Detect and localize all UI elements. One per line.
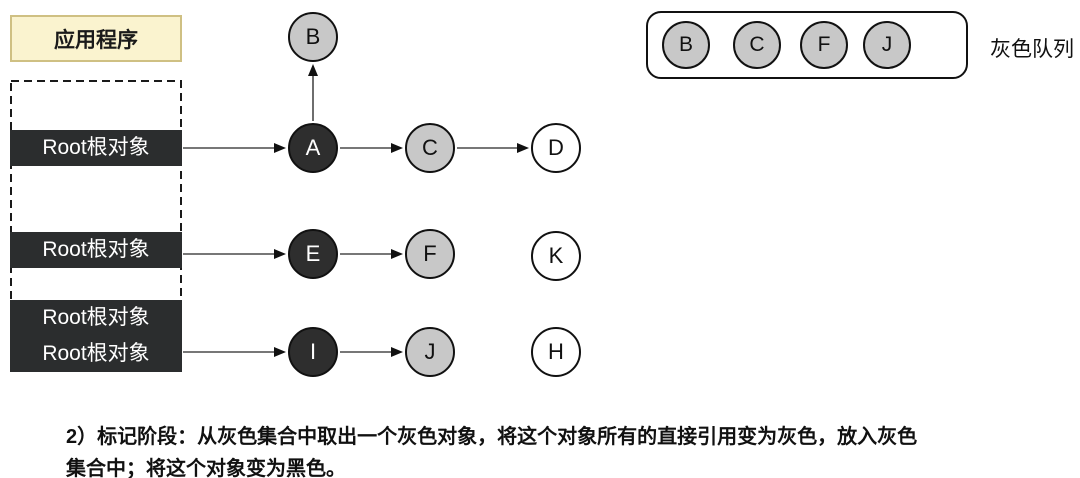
node-label: B xyxy=(305,24,321,49)
node-label: D xyxy=(548,135,564,160)
gray-queue-item-c: C xyxy=(733,21,781,69)
node-label: H xyxy=(548,339,564,364)
gray-queue-item-j: J xyxy=(863,21,911,69)
queue-item-label: J xyxy=(881,33,893,56)
graph-node-d: D xyxy=(531,123,581,173)
graph-node-b: B xyxy=(288,12,338,62)
gray-queue-item-b: B xyxy=(662,21,710,69)
graph-node-f: F xyxy=(405,229,455,279)
graph-node-k: K xyxy=(531,231,581,281)
caption-line-2: 集合中；将这个对象变为黑色。 xyxy=(66,458,346,478)
gray-queue-box xyxy=(646,11,968,79)
root-object-bar-label: Root根对象 xyxy=(42,136,150,159)
graph-node-e: E xyxy=(288,229,338,279)
root-object-bar-1: Root根对象 xyxy=(10,130,182,166)
root-object-bar-3: Root根对象 Root根对象 xyxy=(10,300,182,372)
graph-node-c: C xyxy=(405,123,455,173)
node-label: K xyxy=(548,243,564,268)
node-label: J xyxy=(424,339,436,364)
node-label: F xyxy=(423,241,437,266)
application-box: 应用程序 xyxy=(10,15,182,62)
caption-text: 2）标记阶段：从灰色集合中取出一个灰色对象，将这个对象所有的直接引用变为灰色，放… xyxy=(66,421,917,478)
gray-queue-item-f: F xyxy=(800,21,848,69)
graph-node-i: I xyxy=(288,327,338,377)
gray-queue-label: 灰色队列 xyxy=(990,38,1074,61)
node-label: E xyxy=(305,241,321,266)
node-label: I xyxy=(309,339,317,364)
root-object-bar-label: Root根对象 xyxy=(42,342,150,365)
graph-node-a: A xyxy=(288,123,338,173)
queue-item-label: F xyxy=(817,33,831,56)
root-object-bar-2: Root根对象 xyxy=(10,232,182,268)
node-label: C xyxy=(422,135,438,160)
root-object-bar-label: Root根对象 xyxy=(42,306,150,329)
root-object-bar-label: Root根对象 xyxy=(42,238,150,261)
caption-line-1: 2）标记阶段：从灰色集合中取出一个灰色对象，将这个对象所有的直接引用变为灰色，放… xyxy=(66,426,918,448)
graph-node-j: J xyxy=(405,327,455,377)
queue-item-label: B xyxy=(678,33,693,56)
application-box-label: 应用程序 xyxy=(54,28,138,52)
node-label: A xyxy=(305,135,321,160)
graph-node-h: H xyxy=(531,327,581,377)
queue-item-label: C xyxy=(749,33,765,56)
